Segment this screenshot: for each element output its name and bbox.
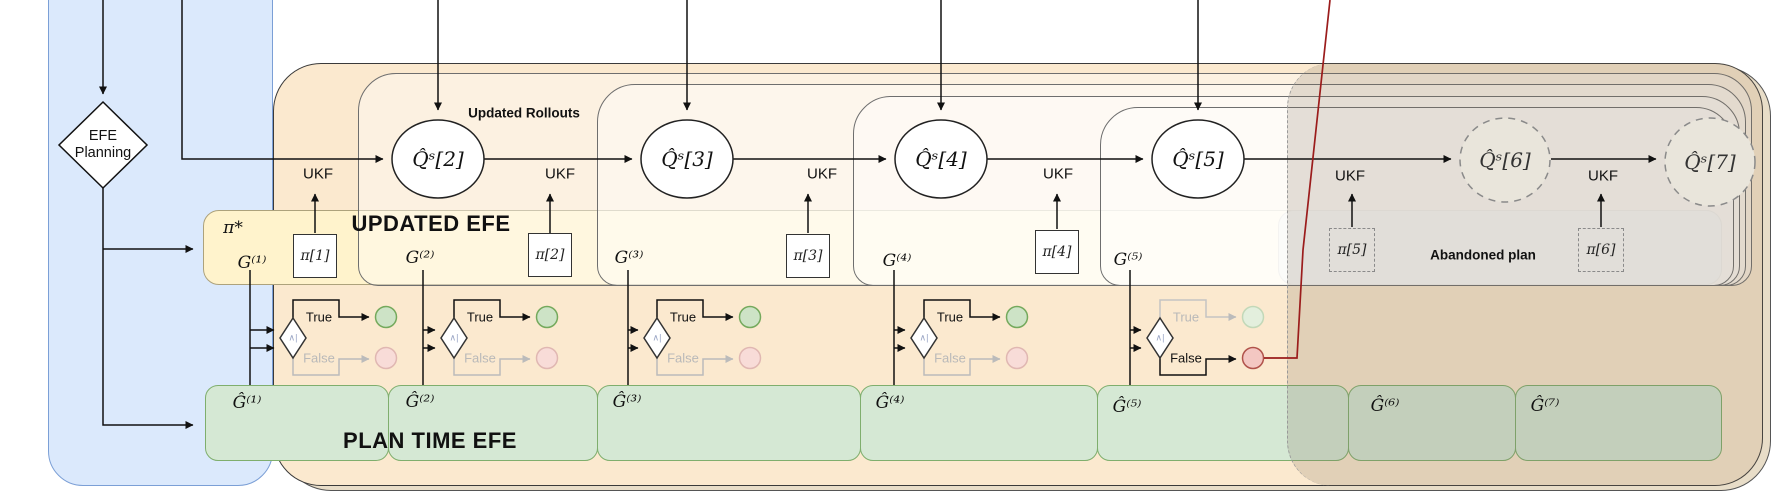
policy-box-5: π[5]: [1329, 228, 1375, 272]
state-q5-label: Q̂ˢ[5]: [1172, 147, 1224, 171]
comparator-1-true-label: True: [305, 309, 333, 325]
abandoned-plan-band: [1278, 210, 1722, 285]
ukf-label-4: UKF: [1043, 165, 1073, 183]
comparator-3-symbol: ∧|: [652, 332, 662, 343]
comparator-5-true-label: True: [1172, 309, 1200, 325]
g5-label: G⁽⁵⁾: [1113, 250, 1143, 270]
comparator-4-symbol: ∧|: [919, 332, 929, 343]
efe-planning-line2: Planning: [74, 145, 132, 161]
policy-box-3: π[3]: [786, 234, 830, 278]
g1-label: G⁽¹⁾: [237, 253, 267, 273]
comparator-4-true-label: True: [936, 309, 964, 325]
policy-box-4: π[4]: [1035, 230, 1079, 274]
comparator-5-false-label: False: [1170, 350, 1202, 366]
g3-label: G⁽³⁾: [614, 248, 644, 268]
policy-box-1-label: π[1]: [300, 248, 330, 264]
ghat6-label: Ĝ⁽⁶⁾: [1370, 396, 1400, 416]
comparator-1-symbol: ∧|: [288, 332, 298, 343]
ghat5-label: Ĝ⁽⁵⁾: [1112, 397, 1142, 417]
comparator-5-symbol: ∧|: [1155, 332, 1165, 343]
plan-efe-cell-7: [1515, 385, 1722, 461]
pi-star-label: π*: [223, 218, 243, 238]
policy-box-2: π[2]: [528, 233, 572, 277]
policy-box-2-label: π[2]: [535, 247, 565, 263]
policy-box-6-label: π[6]: [1586, 242, 1616, 258]
ukf-label-6: UKF: [1588, 167, 1618, 185]
ukf-label-2: UKF: [545, 165, 575, 183]
ghat3-label: Ĝ⁽³⁾: [612, 392, 642, 412]
plan-efe-cell-4: [860, 385, 1098, 461]
rollout-panel-4: [853, 96, 1740, 286]
state-q6-label: Q̂ˢ[6]: [1479, 148, 1531, 172]
policy-box-6: π[6]: [1578, 228, 1624, 272]
abandoned-plan-label: Abandoned plan: [1430, 247, 1536, 263]
ghat2-label: Ĝ⁽²⁾: [405, 392, 435, 412]
updated-rollouts-title: Updated Rollouts: [468, 105, 580, 121]
policy-box-3-label: π[3]: [793, 248, 823, 264]
state-q4-label: Q̂ˢ[4]: [915, 147, 967, 171]
comparator-2-false-label: False: [464, 350, 496, 366]
efe-planning-diamond-label: EFE Planning: [75, 128, 131, 162]
comparator-3-true-label: True: [669, 309, 697, 325]
ghat4-label: Ĝ⁽⁴⁾: [875, 393, 905, 413]
plan-efe-cell-2: [388, 385, 598, 461]
updated-efe-title: UPDATED EFE: [351, 211, 511, 236]
efe-planning-line1: EFE: [88, 128, 118, 144]
comparator-1-false-label: False: [303, 350, 335, 366]
plan-efe-cell-1: [205, 385, 389, 461]
comparator-4-false-label: False: [934, 350, 966, 366]
policy-box-5-label: π[5]: [1337, 242, 1367, 258]
policy-box-4-label: π[4]: [1042, 244, 1072, 260]
ukf-label-3: UKF: [807, 165, 837, 183]
comparator-2-true-label: True: [466, 309, 494, 325]
state-q2-label: Q̂ˢ[2]: [412, 147, 464, 171]
comparator-3-false-label: False: [667, 350, 699, 366]
g4-label: G⁽⁴⁾: [882, 251, 912, 271]
ghat7-label: Ĝ⁽⁷⁾: [1530, 396, 1560, 416]
ukf-label-5: UKF: [1335, 167, 1365, 185]
comparator-2-symbol: ∧|: [449, 332, 459, 343]
state-q7-label: Q̂ˢ[7]: [1684, 150, 1736, 174]
g2-label: G⁽²⁾: [405, 248, 435, 268]
plan-efe-cell-6: [1348, 385, 1516, 461]
state-q3-label: Q̂ˢ[3]: [661, 147, 713, 171]
policy-box-1: π[1]: [293, 234, 337, 278]
plan-efe-cell-3: [597, 385, 861, 461]
ghat1-label: Ĝ⁽¹⁾: [232, 393, 262, 413]
ukf-label-1: UKF: [303, 165, 333, 183]
plan-time-efe-title: PLAN TIME EFE: [343, 428, 517, 453]
